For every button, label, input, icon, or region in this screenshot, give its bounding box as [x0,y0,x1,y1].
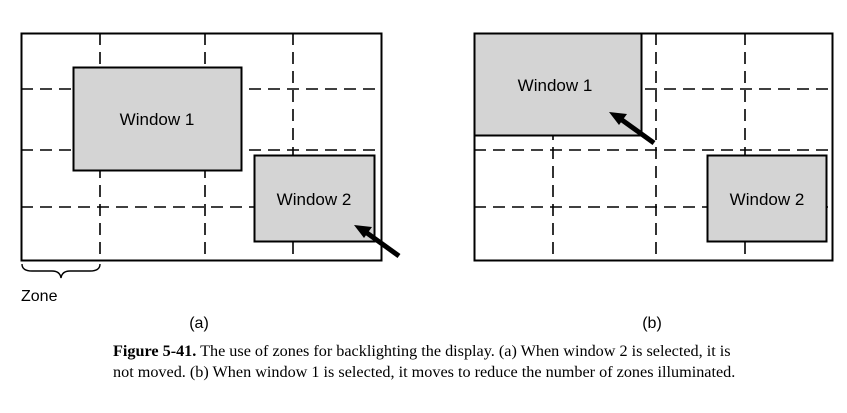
window-2-b [706,154,828,243]
window-1-a [72,66,243,172]
window-2-a [253,154,376,243]
caption-text: The use of zones for backlighting the di… [113,342,736,381]
window-2-a-label: Window 2 [277,190,352,209]
zone-label: Zone [21,288,58,305]
window-2-b-label: Window 2 [730,190,805,209]
figure-caption: Figure 5-41. The use of zones for backli… [113,341,753,383]
window-1-a-label: Window 1 [120,110,195,129]
panel-b: Window 1 Window 2 (b) [473,32,834,332]
panel-a: Window 1 Window 2 Zone (a) [20,32,401,332]
mouse-pointer-arrow-icon [354,225,401,259]
window-1-b-label: Window 1 [518,76,593,95]
zone-brace [21,263,101,279]
window-1-b [473,32,643,137]
figure-number: Figure 5-41. [113,342,197,360]
panel-a-label: (a) [189,315,209,332]
mouse-pointer-arrow-icon [609,112,656,146]
panel-b-label: (b) [642,315,662,332]
